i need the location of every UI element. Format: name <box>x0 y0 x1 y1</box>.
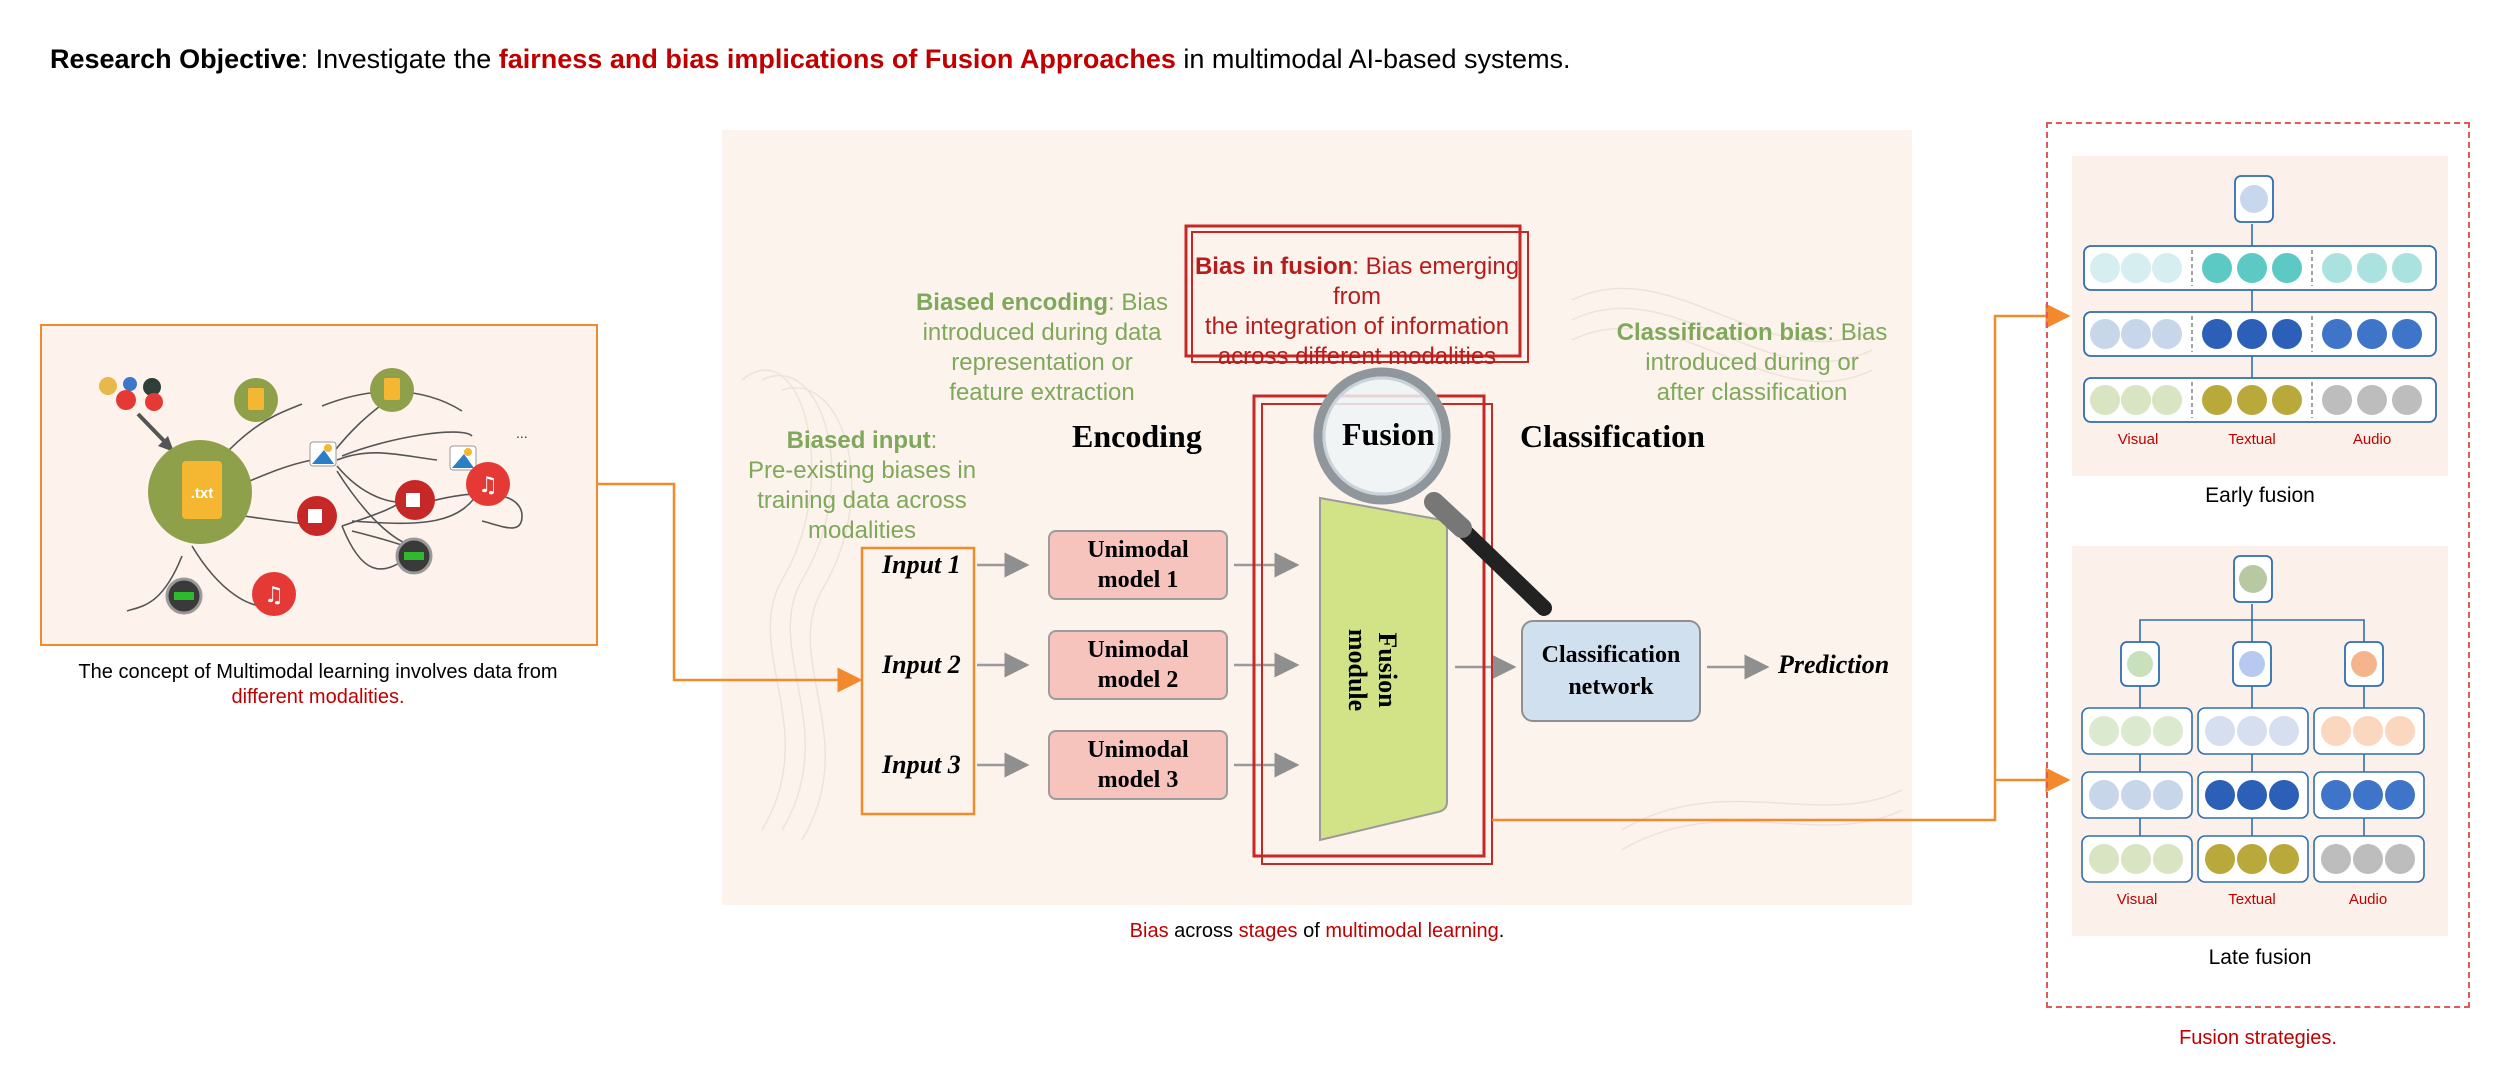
biased-encoding-title: Biased encoding <box>915 289 1108 316</box>
biased-encoding-line3: representation or <box>951 349 1133 376</box>
late-branch-heads <box>2120 641 2384 687</box>
contour-background <box>741 287 1903 851</box>
biased-input-colon: : <box>930 427 938 454</box>
biased-encoding-annotation: Biased encoding: Bias introduced during … <box>882 288 1202 408</box>
early-fusion-diagram: Visual Textual Audio <box>2072 156 2448 476</box>
classification-bias-rest: : Bias <box>1827 319 1888 346</box>
bias-fusion-annotation: Bias in fusion: Bias emerging from the i… <box>1186 252 1528 372</box>
bias-stages-panel: Encoding Fusion Classification Input 1 I… <box>722 130 1912 905</box>
early-label-visual: Visual <box>2117 431 2159 448</box>
caption-word-of: of <box>1297 920 1326 942</box>
image-node-icon <box>449 445 477 471</box>
magnifier-lens-icon <box>1313 367 1451 505</box>
caption-period: . <box>1498 920 1505 942</box>
biased-encoding-line2: introduced during data <box>922 319 1162 346</box>
small-modality-icons <box>99 377 163 411</box>
early-label-textual: Textual <box>2228 431 2276 448</box>
fusion-strategies-panel: Visual Textual Audio Early fusion <box>2046 122 2470 1008</box>
prediction-label: Prediction <box>1778 650 1890 679</box>
ellipsis-label: ... <box>516 425 528 441</box>
classification-bias-annotation: Classification bias: Bias introduced dur… <box>1602 318 1902 408</box>
biased-input-annotation: Biased input: Pre-existing biases in tra… <box>722 426 1002 546</box>
svg-text:♫: ♫ <box>478 473 498 498</box>
late-fusion-caption: Late fusion <box>2208 946 2312 969</box>
bias-stages-caption: Bias across stages of multimodal learnin… <box>722 920 1912 943</box>
objective-text-before: : Investigate the <box>300 44 499 74</box>
stage-title-encoding: Encoding <box>1072 418 1202 454</box>
input-2-label: Input 2 <box>882 650 961 679</box>
unimodal-model-3: Unimodal model 3 <box>1048 730 1228 800</box>
bias-fusion-rest: : Bias emerging from <box>1333 253 1520 310</box>
unimodal-model-2-line1: Unimodal <box>1087 637 1189 663</box>
bias-fusion-frame <box>1191 231 1529 363</box>
image-node-icon <box>309 441 337 467</box>
txt-label: .txt <box>191 485 214 502</box>
objective-label: Research Objective <box>50 44 301 74</box>
classification-network-line1: Classification <box>1541 642 1681 668</box>
unimodal-model-1: Unimodal model 1 <box>1048 530 1228 600</box>
biased-input-line2: training data across <box>757 487 967 514</box>
classification-network-line2: network <box>1568 674 1654 700</box>
early-fusion-row <box>2083 377 2437 423</box>
late-label-audio: Audio <box>2348 891 2388 908</box>
unimodal-model-3-line2: model 3 <box>1097 767 1179 793</box>
stage-title-fusion: Fusion <box>1342 416 1435 452</box>
late-fusion-row <box>2081 771 2425 819</box>
unimodal-model-2-line2: model 2 <box>1097 667 1179 693</box>
biased-input-line3: modalities <box>807 517 917 544</box>
objective-highlight: fairness and bias implications of Fusion… <box>498 44 1176 74</box>
caption-word-multimodal: multimodal learning <box>1325 920 1499 942</box>
music-node-icon <box>252 572 296 616</box>
unimodal-model-1-line2: model 1 <box>1097 567 1179 593</box>
late-label-visual: Visual <box>2116 891 2158 908</box>
early-fusion-caption: Early fusion <box>2205 484 2315 507</box>
classification-bias-title: Classification bias <box>1616 319 1828 346</box>
multimodal-concept-panel: .txt ♫ ♫ ... <box>40 324 598 646</box>
biased-encoding-line4: feature extraction <box>949 379 1135 406</box>
multimodal-network-illustration: .txt ♫ ♫ ... <box>99 368 528 616</box>
bias-fusion-line3: across different modalities <box>1217 343 1497 370</box>
caption-word-stages: stages <box>1238 920 1298 942</box>
early-fusion-row <box>2083 311 2437 357</box>
late-fusion-diagram: Visual Textual Audio <box>2072 546 2448 936</box>
biased-input-line1: Pre-existing biases in <box>747 457 977 484</box>
stage-title-classification: Classification <box>1520 418 1705 454</box>
late-label-textual: Textual <box>2228 891 2276 908</box>
input-3-label: Input 3 <box>882 750 961 779</box>
biased-encoding-rest: : Bias <box>1108 289 1169 316</box>
unimodal-model-3-line1: Unimodal <box>1087 737 1189 763</box>
text-document-icon: .txt <box>148 440 252 544</box>
caption-word-across: across <box>1168 920 1239 942</box>
classification-bias-line2: introduced during or <box>1645 349 1859 376</box>
late-fusion-row <box>2081 707 2425 755</box>
fusion-strategies-caption: Fusion strategies. <box>2179 1027 2337 1049</box>
output-neuron-icon <box>2239 565 2267 593</box>
caption-line-1: The concept of Multimodal learning invol… <box>78 661 558 683</box>
output-neuron-icon <box>2240 185 2268 213</box>
svg-text:♫: ♫ <box>264 583 284 608</box>
caption-line-2: different modalities. <box>231 686 405 708</box>
early-label-audio: Audio <box>2352 431 2392 448</box>
caption-word-bias: Bias <box>1129 920 1169 942</box>
late-fusion-row <box>2081 835 2425 883</box>
objective-text-after: in multimodal AI-based systems. <box>1175 44 1571 74</box>
input-1-label: Input 1 <box>882 550 961 579</box>
research-objective: Research Objective: Investigate the fair… <box>50 44 1571 75</box>
biased-input-title: Biased input <box>786 427 931 454</box>
multimodal-concept-caption: The concept of Multimodal learning invol… <box>40 660 596 710</box>
unimodal-model-1-line1: Unimodal <box>1087 537 1189 563</box>
music-node-icon <box>466 462 510 506</box>
bias-fusion-line2: the integration of information <box>1204 313 1510 340</box>
early-fusion-row <box>2083 245 2437 291</box>
bias-fusion-frame <box>1184 224 1522 358</box>
classification-network-box: Classification network <box>1521 620 1701 722</box>
classification-bias-line3: after classification <box>1656 379 1848 406</box>
bias-fusion-title: Bias in fusion <box>1194 253 1353 280</box>
unimodal-model-2: Unimodal model 2 <box>1048 630 1228 700</box>
flow-arrows <box>860 224 1770 865</box>
